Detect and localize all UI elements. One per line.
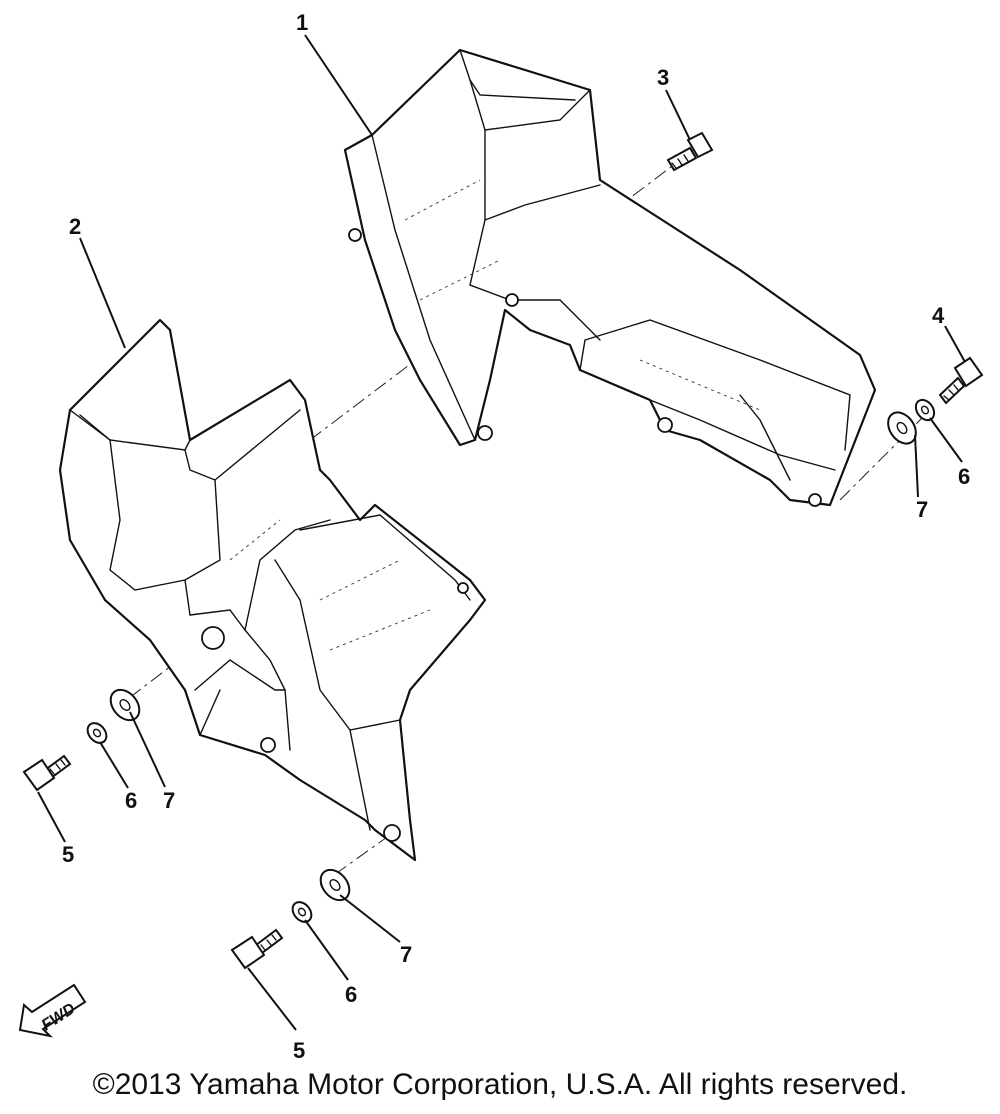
washer-right-6 xyxy=(914,398,936,422)
callout-4: 4 xyxy=(932,303,945,328)
bolt-lower-5 xyxy=(230,928,284,970)
cover-part-1 xyxy=(343,48,877,507)
cover-part-2 xyxy=(58,318,487,862)
bolt-4 xyxy=(938,356,984,405)
leader-lines xyxy=(37,34,966,1031)
exploded-parts-diagram: 1 2 3 4 6 7 7 6 5 7 6 5 FWD xyxy=(18,10,984,1063)
washer-left-6 xyxy=(86,722,108,744)
callout-5-lower: 5 xyxy=(293,1038,305,1063)
callout-7-right: 7 xyxy=(916,497,928,522)
bolt-3 xyxy=(666,131,714,172)
collar-right-7 xyxy=(887,411,917,445)
collar-left-7 xyxy=(109,688,141,722)
callout-labels: 1 2 3 4 6 7 7 6 5 7 6 5 xyxy=(62,10,970,1063)
callout-6-right: 6 xyxy=(958,464,970,489)
callout-5-left: 5 xyxy=(62,842,74,867)
callout-3: 3 xyxy=(657,65,669,90)
bolt-left-5 xyxy=(22,754,72,792)
callout-2: 2 xyxy=(69,214,81,239)
copyright-notice: ©2013 Yamaha Motor Corporation, U.S.A. A… xyxy=(92,1068,908,1101)
callout-6-left: 6 xyxy=(125,788,137,813)
callout-6-lower: 6 xyxy=(345,982,357,1007)
callout-7-lower: 7 xyxy=(400,942,412,967)
callout-1: 1 xyxy=(296,10,308,35)
washer-lower-6 xyxy=(291,901,313,923)
forward-arrow-icon: FWD xyxy=(18,983,87,1038)
callout-7-left: 7 xyxy=(163,788,175,813)
collar-lower-7 xyxy=(319,868,351,902)
